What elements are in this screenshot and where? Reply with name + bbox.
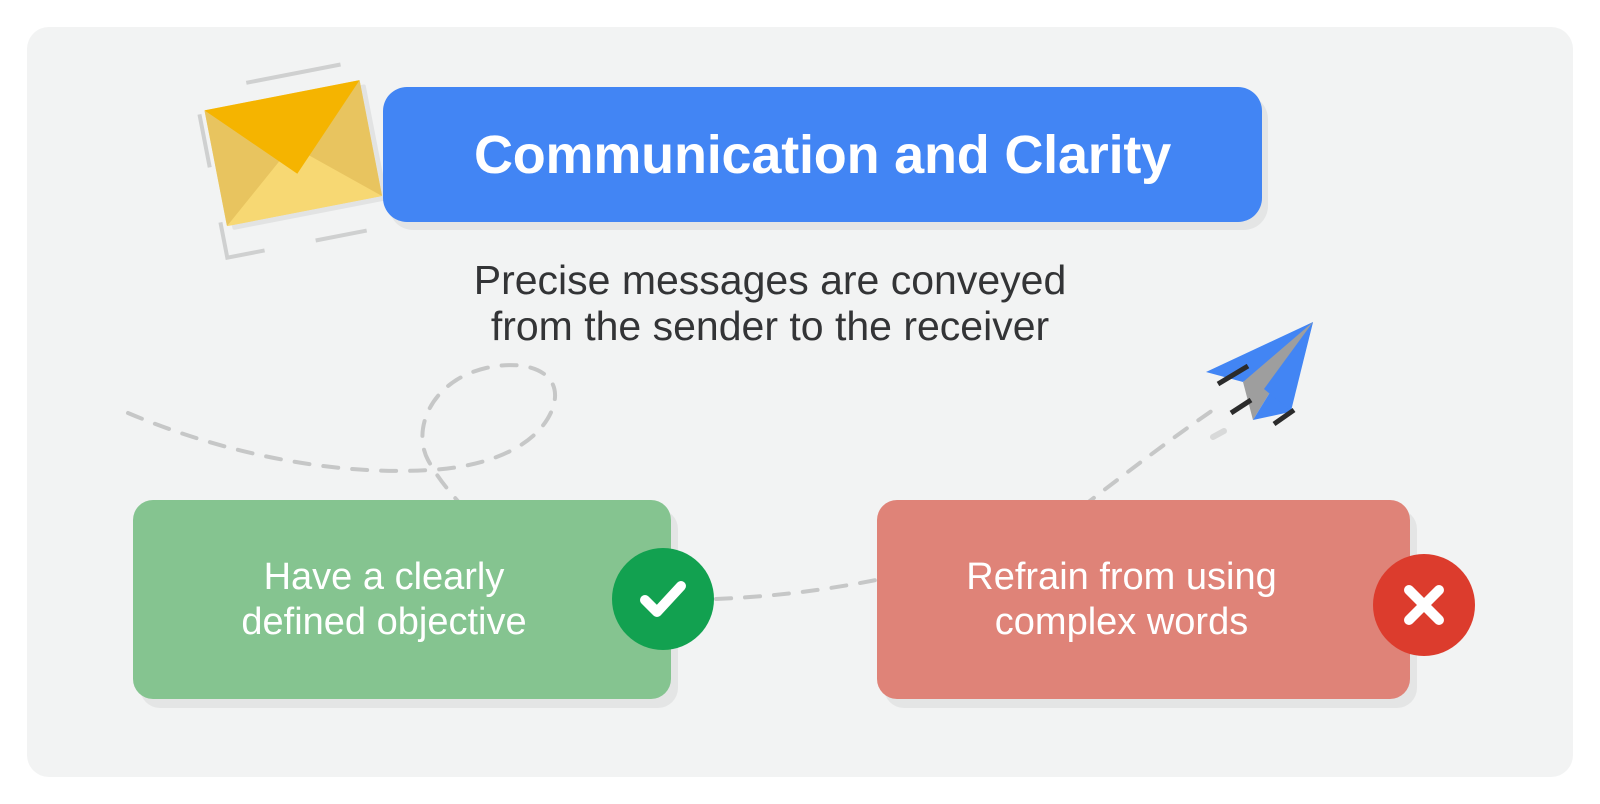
cross-icon bbox=[1373, 554, 1475, 656]
card-positive-label: Have a clearly defined objective bbox=[241, 555, 527, 643]
check-icon bbox=[612, 548, 714, 650]
card-negative-label: Refrain from using complex words bbox=[966, 555, 1277, 643]
card-positive[interactable]: Have a clearly defined objective bbox=[133, 500, 671, 699]
card-negative[interactable]: Refrain from using complex words bbox=[877, 500, 1410, 699]
page-title: Communication and Clarity bbox=[473, 124, 1172, 185]
subtitle-text: Precise messages are conveyed from the s… bbox=[473, 257, 1067, 349]
title-banner: Communication and Clarity bbox=[383, 87, 1262, 222]
envelope-icon bbox=[190, 55, 400, 270]
